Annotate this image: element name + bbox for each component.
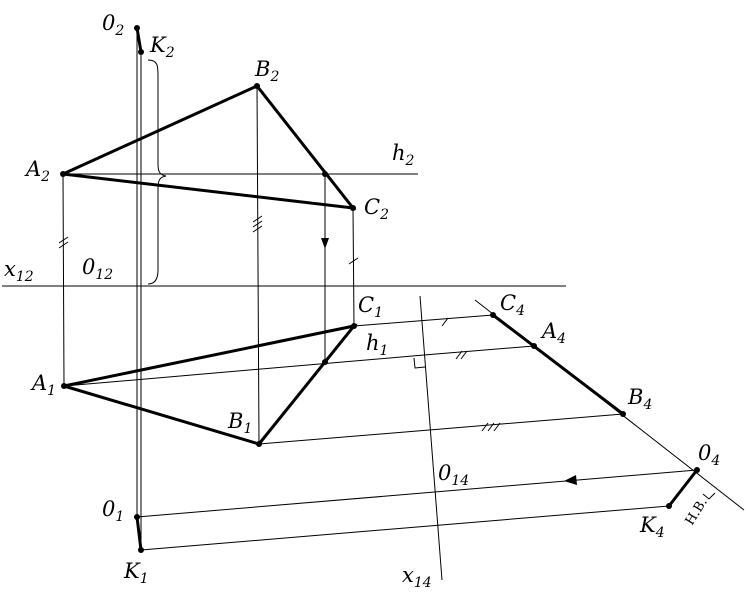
label-x12: x12 [4, 257, 34, 285]
horizontal-line-h1 [63, 354, 425, 387]
label-o2: 02 [102, 11, 124, 39]
label-a1: A1 [30, 371, 56, 399]
label-h2: h2 [392, 141, 415, 169]
label-c4: C4 [500, 291, 525, 319]
right-angle-mark [413, 357, 426, 369]
label-k4: K4 [639, 513, 665, 541]
link-a2-a1 [62, 173, 65, 387]
label-a4: A4 [540, 319, 566, 347]
distance-brace [147, 59, 167, 285]
point-labels: 02 K2 B2 A2 h2 C2 x12 012 C1 h1 A1 B1 01… [4, 11, 720, 591]
tick-marks [58, 215, 501, 432]
points [60, 25, 700, 553]
triangle-edge-view [491, 313, 625, 416]
segment-o2-k2 [135, 26, 143, 54]
label-natural-size: Н.В. [683, 495, 711, 528]
arrow-down [321, 238, 329, 249]
label-x14: x14 [402, 563, 432, 591]
transfer-line-a [423, 345, 535, 356]
label-o1: 01 [102, 497, 124, 525]
label-b4: B4 [627, 385, 652, 413]
label-b2: B2 [254, 57, 279, 85]
transfer-line-o [136, 469, 698, 518]
axis-x14 [419, 295, 443, 581]
transfer-line-k [140, 505, 670, 551]
label-k1: K1 [123, 559, 149, 587]
label-h1: h1 [366, 331, 388, 359]
label-o4: 04 [698, 441, 720, 469]
link-c2-c1 [352, 207, 355, 327]
label-a2: A2 [24, 157, 50, 185]
label-c2: C2 [364, 195, 389, 223]
transfer-line-b [258, 413, 624, 445]
natural-size-right-angle [702, 492, 716, 500]
label-b1: B1 [227, 409, 252, 437]
triangle-frontal-projection [61, 84, 357, 210]
label-k2: K2 [149, 33, 175, 61]
arrow-left [564, 475, 577, 485]
segment-o4-k4 [667, 468, 699, 508]
segment-o1-k1 [135, 515, 143, 552]
triangle-horizontal-projection [62, 323, 358, 446]
label-o12: 012 [82, 255, 113, 283]
label-o14: 014 [438, 461, 469, 489]
label-c1: C1 [358, 293, 383, 321]
link-b2-b1 [256, 85, 260, 445]
transfer-line-c [353, 314, 494, 327]
